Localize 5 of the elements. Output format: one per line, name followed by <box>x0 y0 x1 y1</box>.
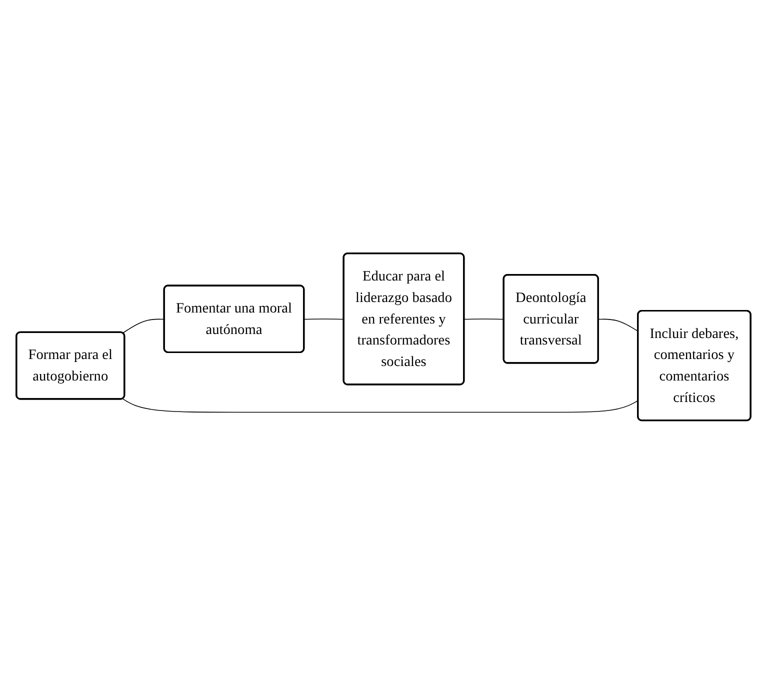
connector <box>598 318 639 332</box>
connector <box>304 318 344 320</box>
connector <box>122 398 639 412</box>
connector <box>122 318 165 334</box>
connector <box>464 318 504 320</box>
